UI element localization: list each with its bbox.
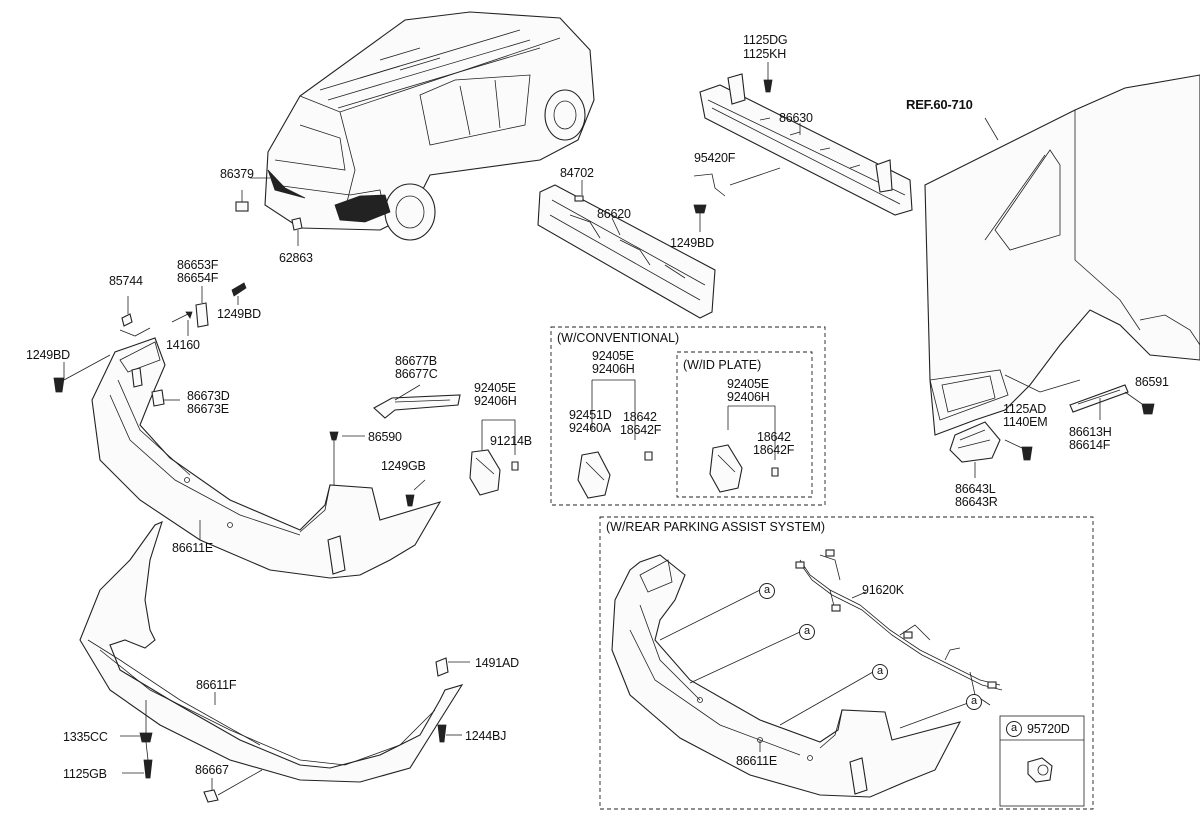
conventional-parts (577, 379, 779, 499)
reflector-left (469, 419, 519, 496)
part-label: 18642F (753, 443, 795, 457)
part-label: 86379 (220, 167, 254, 181)
part-label: 1140EM (1003, 415, 1048, 429)
part-label: 1249GB (381, 459, 426, 473)
wiring-harness (795, 549, 1003, 706)
part-label: 86611E (736, 754, 777, 768)
box-conventional (550, 326, 826, 506)
part-label: 86591 (1135, 375, 1169, 389)
part-label: 86654F (177, 271, 219, 285)
box-title-conventional: (W/CONVENTIONAL) (557, 331, 680, 345)
part-label: 92406H (727, 390, 770, 404)
part-label: 86611F (196, 678, 237, 692)
box-title-id-plate: (W/ID PLATE) (683, 358, 762, 372)
part-label: 86620 (597, 207, 631, 221)
part-label: 92406H (592, 362, 635, 376)
part-label: 1335CC (63, 730, 108, 744)
callout-marker: a (966, 694, 982, 710)
part-label: 85744 (109, 274, 143, 288)
part-label: 86673E (187, 402, 229, 416)
part-label: 86613H (1069, 425, 1112, 439)
parking-sensor (1027, 757, 1053, 783)
reflector-strip (1069, 384, 1155, 420)
parking-assist-bumper (611, 554, 969, 798)
beam-assembly (693, 62, 913, 232)
vehicle-illustration (235, 11, 595, 246)
part-label: 1125DG (743, 33, 788, 47)
part-label: 86590 (368, 430, 402, 444)
absorber (537, 180, 716, 319)
bumper-cover-lower (79, 521, 470, 803)
body-panel (924, 74, 1200, 436)
part-label: 92405E (592, 349, 634, 363)
callout-marker: a (759, 583, 775, 599)
part-label: 86611E (172, 541, 213, 555)
part-label: 84702 (560, 166, 594, 180)
part-label: 86677B (395, 354, 437, 368)
part-label: 86630 (779, 111, 813, 125)
part-label: 92405E (727, 377, 769, 391)
box-parking-assist (599, 516, 1094, 810)
part-label: 92460A (569, 421, 611, 435)
part-label: 18642 (623, 410, 657, 424)
part-label: 92406H (474, 394, 517, 408)
side-bracket (949, 421, 1033, 478)
part-label: 1125KH (743, 47, 787, 61)
part-label: 1249BD (670, 236, 714, 250)
callout-marker: a (872, 664, 888, 680)
part-label: 86643L (955, 482, 996, 496)
part-label: 1244BJ (465, 729, 507, 743)
part-label: 18642F (620, 423, 662, 437)
part-label: 1125GB (63, 767, 107, 781)
part-label: 1249BD (26, 348, 70, 362)
part-label: 14160 (166, 338, 200, 352)
part-label: 1491AD (475, 656, 519, 670)
callout-marker: a (799, 624, 815, 640)
part-label: 86673D (187, 389, 230, 403)
sensor-legend-box (999, 715, 1085, 807)
part-label: 95720D (1027, 722, 1070, 736)
part-label: 86667 (195, 763, 229, 777)
part-label: 18642 (757, 430, 791, 444)
part-label: 92405E (474, 381, 516, 395)
part-label: 1249BD (217, 307, 261, 321)
part-label: 1125AD (1003, 402, 1047, 416)
part-label: 86614F (1069, 438, 1111, 452)
part-label: 86643R (955, 495, 998, 509)
part-label: 92451D (569, 408, 612, 422)
box-id-plate (676, 351, 813, 498)
callout-marker: a (1006, 721, 1022, 737)
part-label: 91214B (490, 434, 532, 448)
box-title-parking-assist: (W/REAR PARKING ASSIST SYSTEM) (606, 520, 826, 534)
bumper-cover-upper (53, 282, 461, 579)
part-label: 95420F (694, 151, 736, 165)
part-label: 62863 (279, 251, 313, 265)
part-label: 86653F (177, 258, 219, 272)
part-label: 91620K (862, 583, 904, 597)
reference-label: REF.60-710 (906, 97, 973, 112)
part-label: 86677C (395, 367, 438, 381)
